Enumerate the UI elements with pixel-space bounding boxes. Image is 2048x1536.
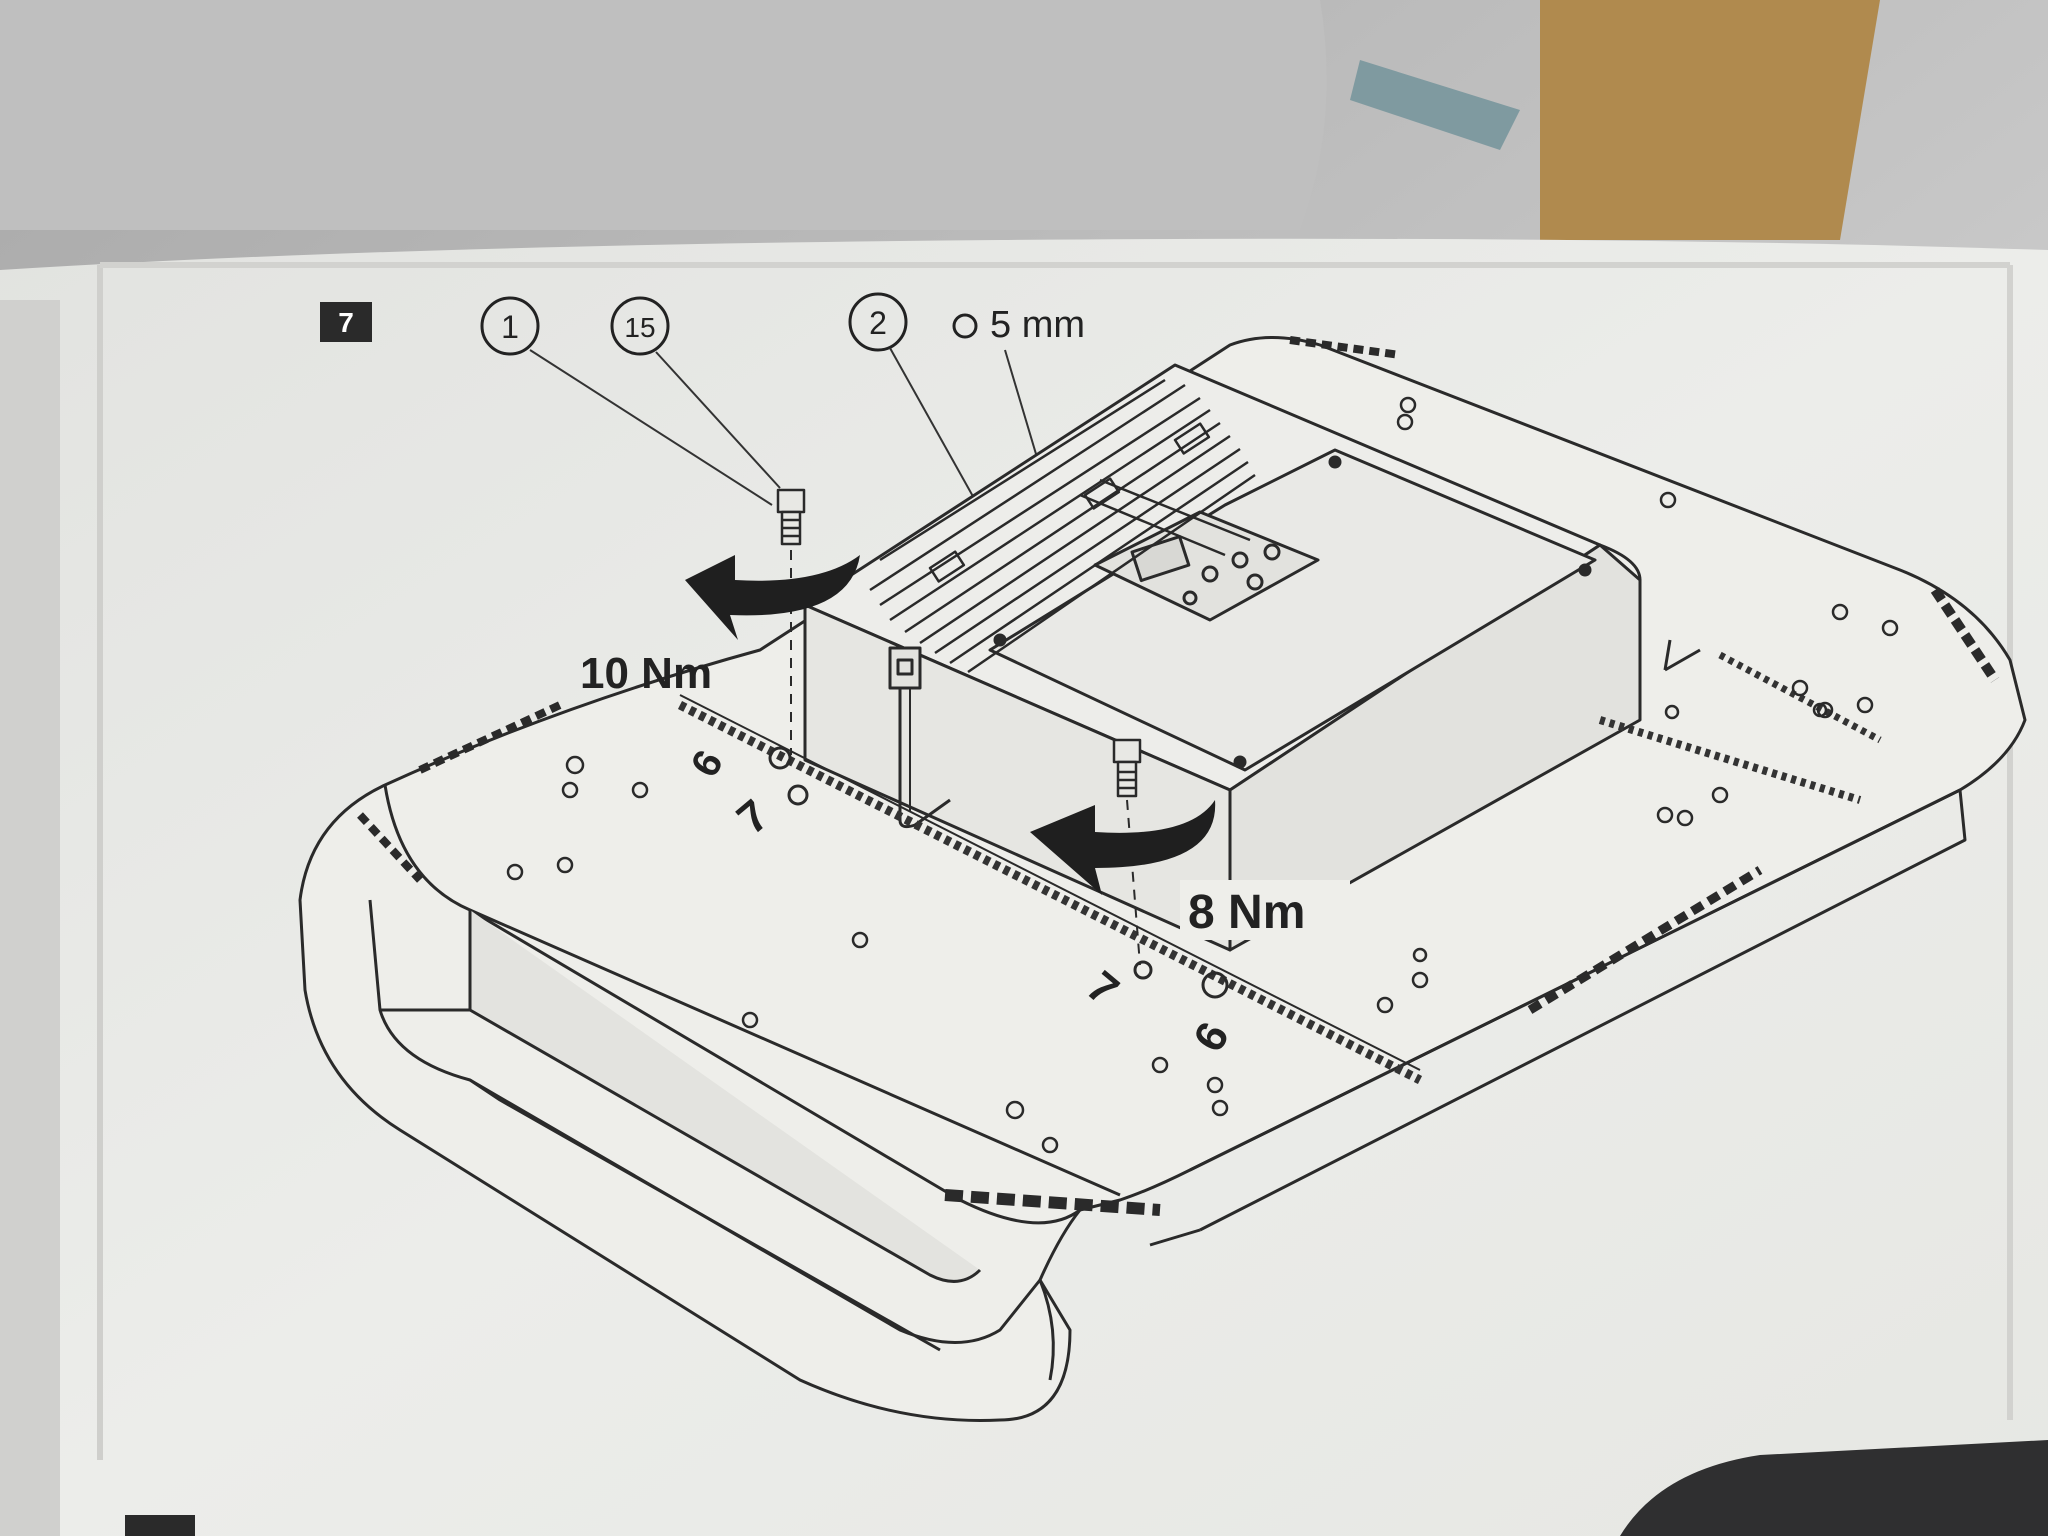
screw-left bbox=[776, 488, 806, 546]
mounting-rail-back bbox=[1718, 651, 1882, 744]
background-cloth bbox=[0, 0, 1327, 230]
step-badge: 7 bbox=[320, 302, 372, 342]
cable-connector bbox=[888, 646, 922, 690]
screw-right-hole-2 bbox=[1201, 971, 1229, 999]
torque-right-bg bbox=[1180, 880, 1350, 940]
rotation-arrow-left bbox=[685, 555, 860, 640]
screw-right-hole bbox=[1133, 960, 1153, 980]
panel-button bbox=[1201, 565, 1219, 583]
panel-button bbox=[1263, 543, 1281, 561]
hex-key-size-label: 5 mm bbox=[990, 304, 1085, 346]
hex-key-size: 5 mm bbox=[952, 304, 1085, 346]
screw-left-hole bbox=[768, 746, 792, 770]
cable bbox=[898, 660, 951, 829]
torque-right-label: 8 Nm bbox=[1188, 886, 1305, 939]
hex-key-icon bbox=[952, 313, 978, 339]
panel-button bbox=[1182, 590, 1198, 606]
callout-1: 1 bbox=[480, 296, 540, 356]
panel-button bbox=[1231, 551, 1249, 569]
control-panel bbox=[1093, 510, 1320, 622]
base-holes bbox=[506, 396, 1899, 1154]
panel-button bbox=[1246, 573, 1264, 591]
screw-left-hole-2 bbox=[787, 784, 809, 806]
cooling-fins bbox=[869, 378, 1256, 674]
background-box bbox=[1540, 0, 1880, 240]
callout-15-label: 15 bbox=[624, 312, 655, 343]
edge-vents bbox=[357, 336, 2000, 1216]
screw-right bbox=[1112, 738, 1142, 798]
callout-2-label: 2 bbox=[869, 305, 887, 341]
foreground-object bbox=[1620, 1440, 2048, 1536]
page-margin-strip bbox=[0, 300, 60, 1536]
screw-right-axis bbox=[1126, 799, 1141, 966]
next-step-badge bbox=[125, 1515, 195, 1536]
callout-15: 15 bbox=[610, 296, 670, 356]
background-object bbox=[1350, 60, 1520, 150]
rotation-arrow-right bbox=[1030, 800, 1216, 895]
step-number: 7 bbox=[338, 307, 354, 338]
callout-1-label: 1 bbox=[501, 309, 519, 345]
housing-cover bbox=[988, 448, 1597, 772]
callout-2: 2 bbox=[848, 292, 908, 352]
torque-left-label: 10 Nm bbox=[580, 649, 712, 698]
